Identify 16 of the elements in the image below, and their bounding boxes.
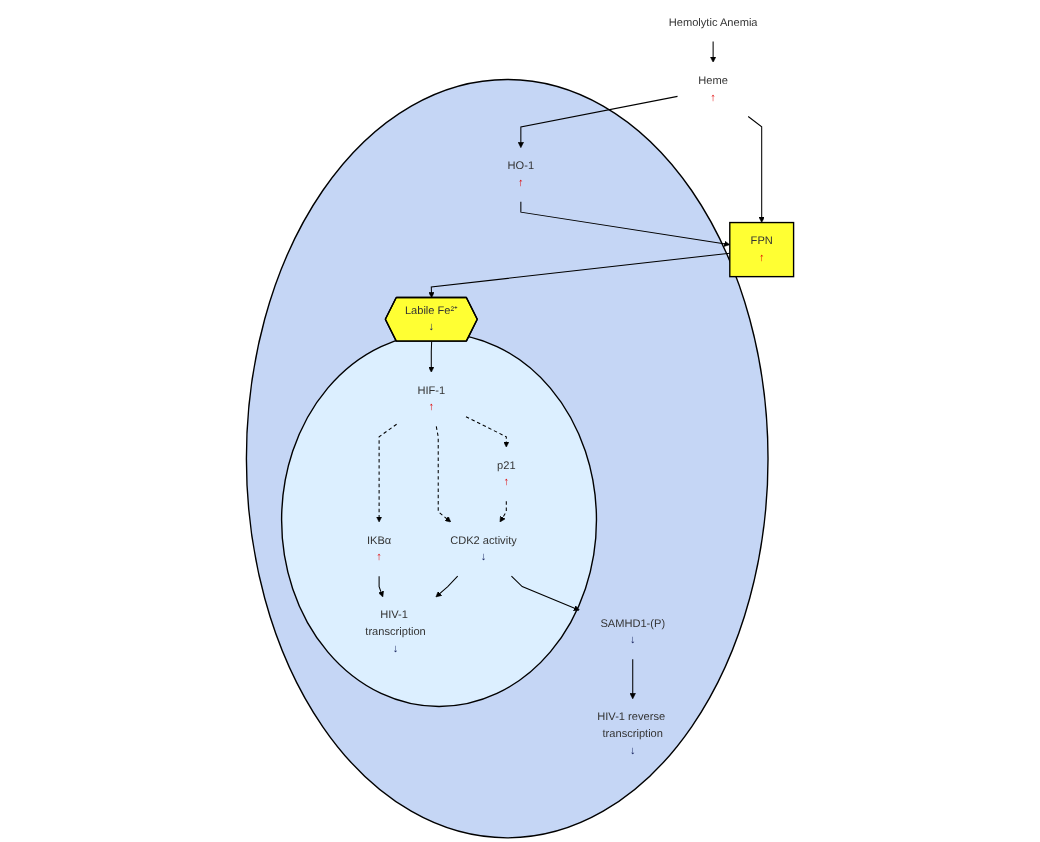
arrow <box>376 423 398 523</box>
cluster <box>280 332 598 708</box>
arrow <box>465 416 510 448</box>
arrow <box>710 41 717 63</box>
arrow <box>510 575 580 612</box>
node-box <box>729 221 795 278</box>
arrow <box>747 115 765 223</box>
arrow <box>520 201 731 247</box>
arrow <box>435 575 459 598</box>
arrow <box>428 340 435 373</box>
arrow <box>428 252 731 299</box>
arrow <box>435 425 452 523</box>
arrow <box>499 500 507 523</box>
arrow <box>517 95 679 148</box>
arrow <box>378 575 384 598</box>
arrow <box>629 658 636 700</box>
